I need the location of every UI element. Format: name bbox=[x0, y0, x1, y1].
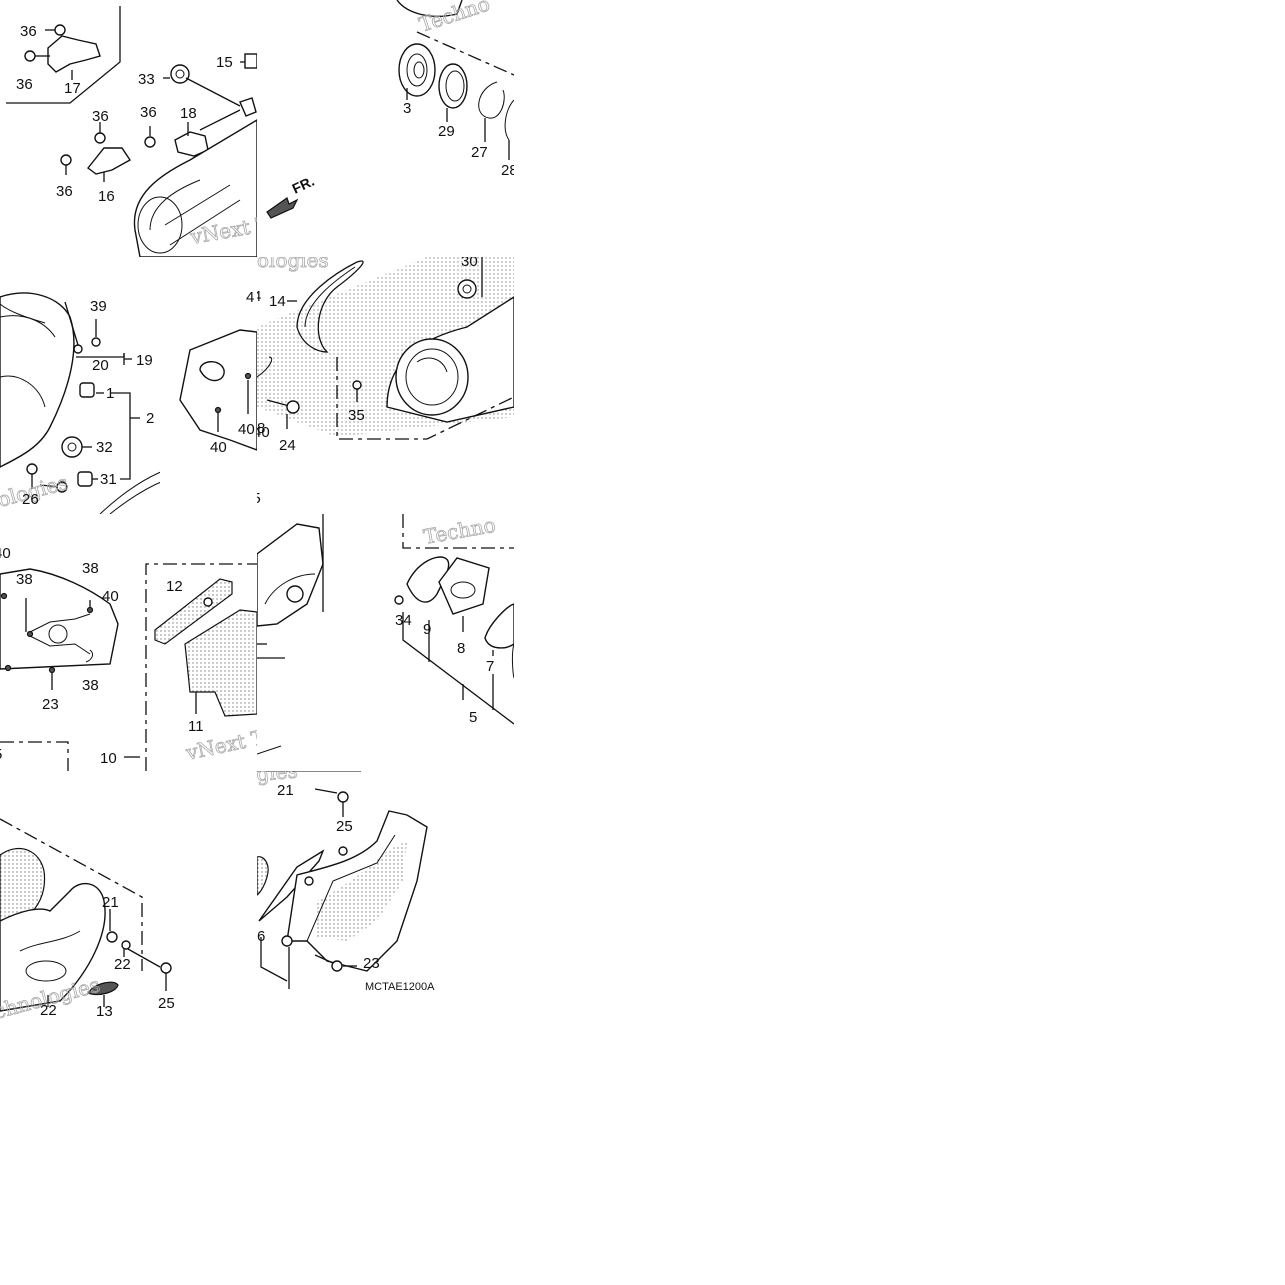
tile-upper-left: vNext Tec 36 36 36 17 33 15 36 36 18 36 … bbox=[0, 0, 257, 257]
callout: 12 bbox=[166, 578, 183, 595]
callout: 21 bbox=[277, 782, 294, 799]
tile-middle-right: ologies 14 30 4 40 40 8 24 35 35 39 bbox=[257, 257, 514, 514]
callout: 1 bbox=[106, 385, 114, 402]
callout: 22 bbox=[40, 1002, 57, 1019]
callout: 4 bbox=[257, 288, 261, 305]
direction-label: FR. bbox=[290, 173, 317, 197]
tile-upper-right: FR. Techno 3 29 27 28 bbox=[257, 0, 514, 257]
callout: 40 bbox=[102, 588, 119, 605]
callout: 5 bbox=[469, 709, 477, 726]
callout: 8 bbox=[457, 640, 465, 657]
callout: 9 bbox=[423, 621, 431, 638]
tile-cover-plate: 40 40 4 bbox=[160, 290, 257, 514]
callout: 40 bbox=[210, 439, 227, 456]
callout: 2 bbox=[146, 410, 154, 427]
callout: 25 bbox=[336, 818, 353, 835]
callout: 36 bbox=[92, 108, 109, 125]
callout: 40 bbox=[257, 424, 270, 441]
callout: 10 bbox=[100, 750, 117, 767]
callout: 13 bbox=[96, 1003, 113, 1020]
callout: 8 bbox=[257, 420, 265, 437]
tile-bottom-right: gies 21 25 6 23 MCTAE1200A bbox=[257, 771, 514, 1028]
callout: 33 bbox=[138, 71, 155, 88]
callout: 32 bbox=[96, 439, 113, 456]
callout: 23 bbox=[42, 696, 59, 713]
callout: 24 bbox=[279, 437, 296, 454]
callout: 7 bbox=[486, 658, 494, 675]
callout: 17 bbox=[64, 80, 81, 97]
callout: 5 bbox=[0, 746, 2, 763]
tile-lower-left: vNext T 40 38 38 40 38 23 12 4 11 10 5 bbox=[0, 514, 257, 771]
callout: 27 bbox=[471, 144, 488, 161]
callout: 38 bbox=[16, 571, 33, 588]
callout: 28 bbox=[501, 162, 514, 179]
callout: 36 bbox=[16, 76, 33, 93]
callout: 22 bbox=[114, 956, 131, 973]
callout: 30 bbox=[461, 257, 478, 270]
callout: 15 bbox=[216, 54, 233, 71]
callout: 29 bbox=[438, 123, 455, 140]
callout: 4 bbox=[246, 290, 254, 306]
callout: 38 bbox=[82, 677, 99, 694]
callout: 25 bbox=[158, 995, 175, 1012]
callout: 36 bbox=[20, 23, 37, 40]
callout: 36 bbox=[56, 183, 73, 200]
callout: 20 bbox=[92, 357, 109, 374]
watermark: Techno bbox=[422, 514, 498, 549]
callout: 16 bbox=[98, 188, 115, 205]
callout: 26 bbox=[22, 491, 39, 508]
callout: 34 bbox=[395, 612, 412, 629]
callout: 23 bbox=[363, 955, 380, 972]
callout: 11 bbox=[188, 718, 204, 735]
callout: 35 bbox=[348, 407, 365, 424]
callout: 38 bbox=[82, 560, 99, 577]
callout: 40 bbox=[0, 545, 11, 562]
watermark: ologies bbox=[257, 257, 329, 272]
callout: 36 bbox=[140, 104, 157, 121]
callout: 6 bbox=[257, 928, 265, 945]
callout: 31 bbox=[100, 471, 117, 488]
callout: 39 bbox=[90, 298, 107, 315]
diagram-code: MCTAE1200A bbox=[365, 981, 435, 993]
callout: 3 bbox=[403, 100, 411, 117]
callout: 40 bbox=[238, 421, 255, 438]
callout: 14 bbox=[269, 293, 286, 310]
callout: 19 bbox=[136, 352, 153, 369]
tile-lower-right: Techno 34 9 8 7 5 bbox=[257, 514, 514, 771]
callout: 35 bbox=[257, 490, 261, 507]
tile-bottom-left: chnologies 21 22 25 22 13 bbox=[0, 771, 257, 1028]
callout: 18 bbox=[180, 105, 197, 122]
watermark: gies bbox=[257, 771, 299, 786]
callout: 21 bbox=[102, 894, 119, 911]
